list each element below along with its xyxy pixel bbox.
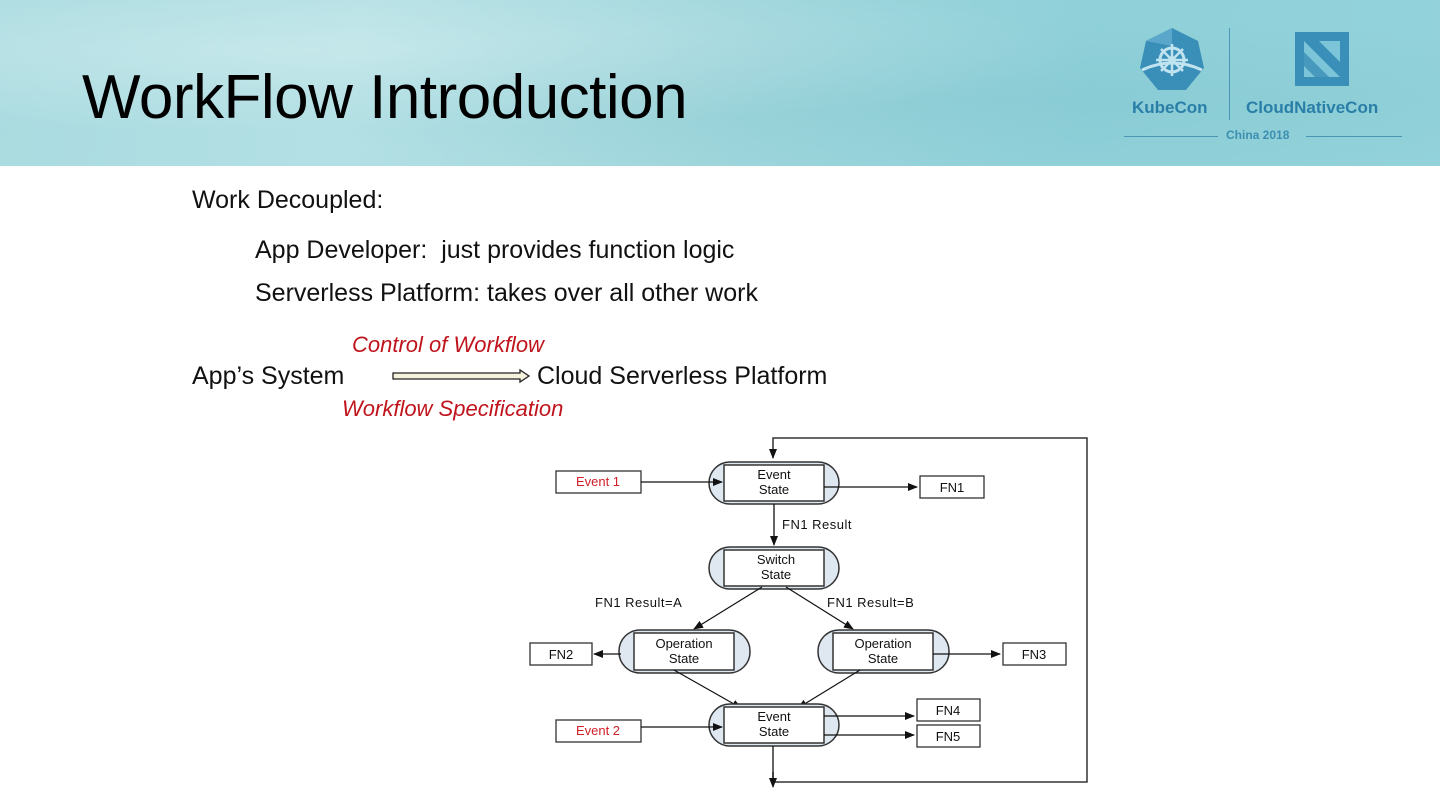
fn3-label: FN3 [1022, 647, 1047, 662]
switch-state-line1: Switch [757, 552, 795, 567]
fn5-label: FN5 [936, 729, 961, 744]
edge-op-b-to-event-2 [797, 669, 861, 709]
event-state-1: Event State [708, 461, 840, 505]
event-state-2-line1: Event [757, 709, 791, 724]
section-heading: Work Decoupled: [192, 186, 384, 214]
fn1-box [919, 475, 985, 499]
slide-header [0, 0, 1440, 166]
slide-title: WorkFlow Introduction [82, 63, 688, 132]
flow-source: App’s System [192, 362, 345, 390]
kubernetes-icon [1140, 28, 1204, 90]
edge-switch-to-op-b [785, 586, 854, 630]
fn4-box [916, 698, 981, 722]
fn1-label: FN1 [940, 480, 965, 495]
event-2-label: Event 2 [576, 723, 620, 738]
logo-rule-right [1306, 136, 1402, 137]
event-state-1-line2: State [759, 482, 789, 497]
fn2-label: FN2 [549, 647, 574, 662]
event-state-2-line2: State [759, 724, 789, 739]
cloudnativecon-label: CloudNativeCon [1246, 98, 1379, 117]
operation-state-b-line1: Operation [854, 636, 911, 651]
cncf-icon [1295, 32, 1349, 86]
edge-op-a-to-event-2 [673, 669, 742, 709]
double-arrow-icon [392, 368, 531, 384]
event-state-1-line1: Event [757, 467, 791, 482]
logo-divider [1229, 28, 1230, 120]
kubecon-label: KubeCon [1132, 98, 1208, 117]
fn3-box [1002, 642, 1067, 666]
operation-state-a-line2: State [669, 651, 699, 666]
flow-label-bottom: Workflow Specification [342, 396, 564, 421]
fn2-box [529, 642, 593, 666]
edge-switch-to-op-a [693, 586, 763, 630]
conference-logo: KubeCon CloudNativeCon China 2018 [1120, 20, 1420, 150]
fn4-label: FN4 [936, 703, 961, 718]
bullet-app-developer: App Developer: just provides function lo… [255, 236, 735, 264]
event-2-box [555, 719, 642, 743]
event-label: China 2018 [1226, 128, 1290, 142]
logo-rule-left [1124, 136, 1218, 137]
fn1-result-label: FN1 Result [782, 517, 852, 532]
operation-state-b: Operation State [817, 629, 950, 674]
switch-state: Switch State [708, 546, 840, 590]
flow-target: Cloud Serverless Platform [537, 362, 828, 390]
operation-state-a: Operation State [618, 629, 751, 674]
operation-state-a-line1: Operation [655, 636, 712, 651]
event-state-2: Event State [708, 703, 840, 747]
fn5-box [916, 724, 981, 748]
flow-label-top: Control of Workflow [352, 332, 544, 357]
result-b-label: FN1 Result=B [827, 595, 914, 610]
switch-state-line2: State [761, 567, 791, 582]
result-a-label: FN1 Result=A [595, 595, 682, 610]
event-1-label: Event 1 [576, 474, 620, 489]
bullet-serverless-platform: Serverless Platform: takes over all othe… [255, 279, 758, 307]
operation-state-b-line2: State [868, 651, 898, 666]
